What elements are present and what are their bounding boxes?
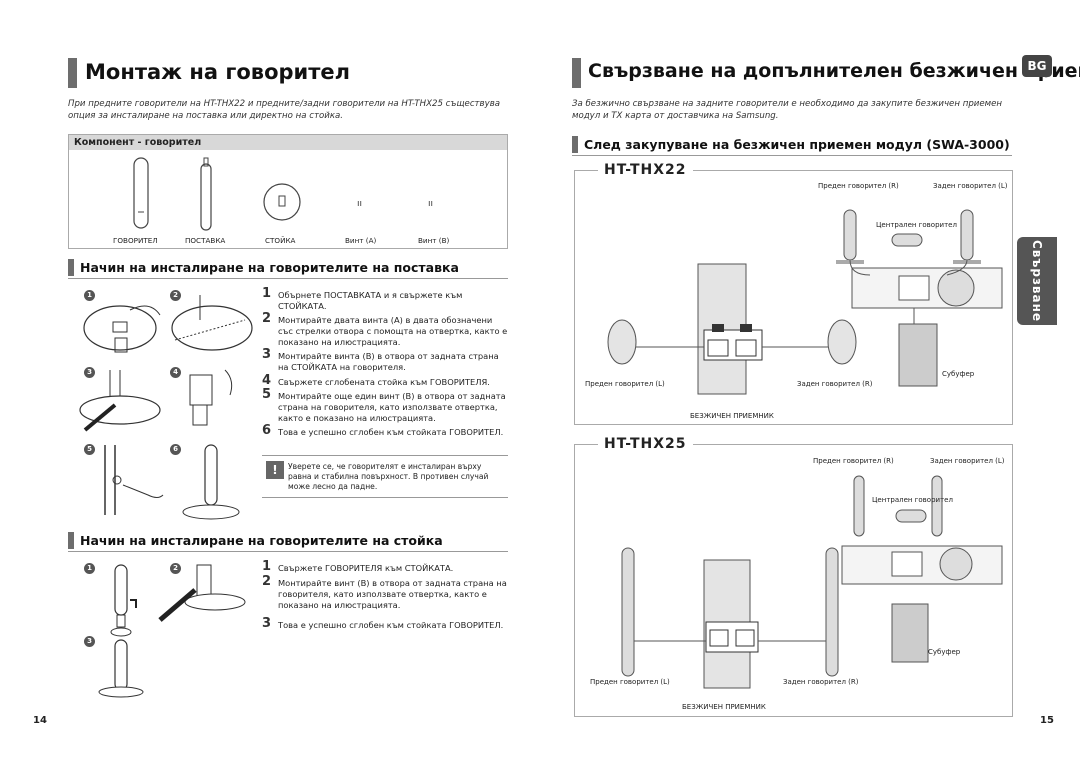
component-illustrations: ıı ıı: [133, 157, 433, 231]
diagram-top-line: [574, 170, 1013, 171]
component-label-screw-b: Винт (B): [418, 236, 450, 245]
stand-install-illustrations: [79, 295, 253, 520]
label-center: Централен говорител: [872, 496, 953, 504]
step-number: 5: [262, 387, 272, 402]
component-label-base: СТОЙКА: [265, 236, 296, 245]
label-front-right: Преден говорител (R): [813, 457, 894, 465]
figure-number: 3: [84, 636, 95, 647]
step-number: 1: [262, 559, 272, 574]
figure-number: 2: [170, 290, 181, 301]
label-subwoofer: Субуфер: [942, 370, 975, 378]
svg-text:ıı: ıı: [428, 199, 433, 209]
step-number: 3: [262, 616, 272, 631]
figure-number: 1: [84, 290, 95, 301]
step-number: 2: [262, 574, 272, 589]
page-number-left: 14: [33, 715, 47, 726]
step-text: Монтирайте винта (B) в отвора от задната…: [278, 351, 499, 372]
model-label-thx25: HT-THX25: [598, 436, 693, 452]
figure-number: 5: [84, 444, 95, 455]
note-divider-bottom: [262, 497, 508, 498]
section-divider: [68, 278, 508, 279]
page-number-right: 15: [1040, 715, 1054, 726]
step-number: 1: [262, 286, 272, 301]
label-front-right: Преден говорител (R): [818, 182, 899, 190]
note-text: Уверете се, че говорителят е инсталиран …: [288, 462, 489, 491]
step-number: 4: [262, 373, 272, 388]
page-title-left: Монтаж на говорител: [85, 60, 351, 84]
step-text: Свържете сглобената стойка към ГОВОРИТЕЛ…: [278, 377, 490, 387]
warning-icon: !: [266, 461, 284, 479]
figure-number: 4: [170, 367, 181, 378]
section-title-floor-install: Начин на инсталиране на говорителите на …: [80, 533, 443, 548]
step-text: Обърнете ПОСТАВКАТА и я свържете към СТО…: [278, 290, 463, 311]
model-label-thx22: HT-THX22: [598, 162, 693, 178]
label-rear-right: Заден говорител (R): [797, 380, 873, 388]
component-label-speaker: ГОВОРИТЕЛ: [113, 236, 158, 245]
step-number: 6: [262, 423, 272, 438]
step-text: Монтирайте винт (B) в отвора от задната …: [278, 578, 507, 610]
section-divider: [572, 155, 1012, 156]
intro-left: При предните говорители на HT-THX22 и пр…: [68, 99, 501, 121]
intro-right: За безжично свързване на задните говорит…: [572, 99, 1003, 121]
section-bar: [68, 532, 74, 549]
diagram-frame-thx25: [574, 444, 1013, 717]
figure-number: 3: [84, 367, 95, 378]
label-front-left: Преден говорител (L): [590, 678, 670, 686]
language-badge: BG: [1022, 55, 1052, 77]
page-title-right: Свързване на допълнителен безжичен прием…: [588, 60, 1080, 82]
step-number: 3: [262, 347, 272, 362]
diagram-top-line: [574, 444, 1013, 445]
label-rear-left: Заден говорител (L): [930, 457, 1005, 465]
section-bar: [572, 136, 578, 153]
step-text: Това е успешно сглобен към стойката ГОВО…: [278, 620, 504, 630]
component-header: Компонент - говорител: [69, 135, 507, 150]
step-text: Монтирайте двата винта (A) в двата обозн…: [278, 315, 508, 347]
title-bar-right: [572, 58, 581, 88]
label-front-left: Преден говорител (L): [585, 380, 665, 388]
step-text: Това е успешно сглобен към стойката ГОВО…: [278, 427, 504, 437]
label-subwoofer: Субуфер: [928, 648, 961, 656]
label-rear-left: Заден говорител (L): [933, 182, 1008, 190]
section-divider: [68, 551, 508, 552]
figure-number: 6: [170, 444, 181, 455]
label-receiver: БЕЗЖИЧЕН ПРИЕМНИК: [682, 703, 766, 711]
component-label-screw-a: Винт (A): [345, 236, 377, 245]
label-rear-right: Заден говорител (R): [783, 678, 859, 686]
label-center: Централен говорител: [876, 221, 957, 229]
diagram-frame-thx22: [574, 170, 1013, 425]
figure-number: 1: [84, 563, 95, 574]
side-tab-connection: Свързване: [1017, 237, 1057, 325]
step-text: Свържете ГОВОРИТЕЛЯ към СТОЙКАТА.: [278, 563, 454, 573]
component-box: [68, 134, 508, 249]
svg-text:ıı: ıı: [357, 199, 362, 209]
section-title-wireless: След закупуване на безжичен приемен моду…: [584, 137, 1010, 152]
diagram-thx25: [621, 475, 1003, 689]
step-text: Монтирайте още един винт (B) в отвора от…: [278, 391, 506, 423]
section-title-stand-install: Начин на инсталиране на говорителите на …: [80, 260, 459, 275]
label-receiver: БЕЗЖИЧЕН ПРИЕМНИК: [690, 412, 774, 420]
note-divider-top: [262, 455, 508, 456]
floor-install-illustrations: [98, 564, 246, 698]
step-number: 2: [262, 311, 272, 326]
figure-number: 2: [170, 563, 181, 574]
section-bar: [68, 259, 74, 276]
component-label-stand: ПОСТАВКА: [185, 236, 226, 245]
diagram-thx22: [607, 209, 1003, 395]
title-bar-left: [68, 58, 77, 88]
